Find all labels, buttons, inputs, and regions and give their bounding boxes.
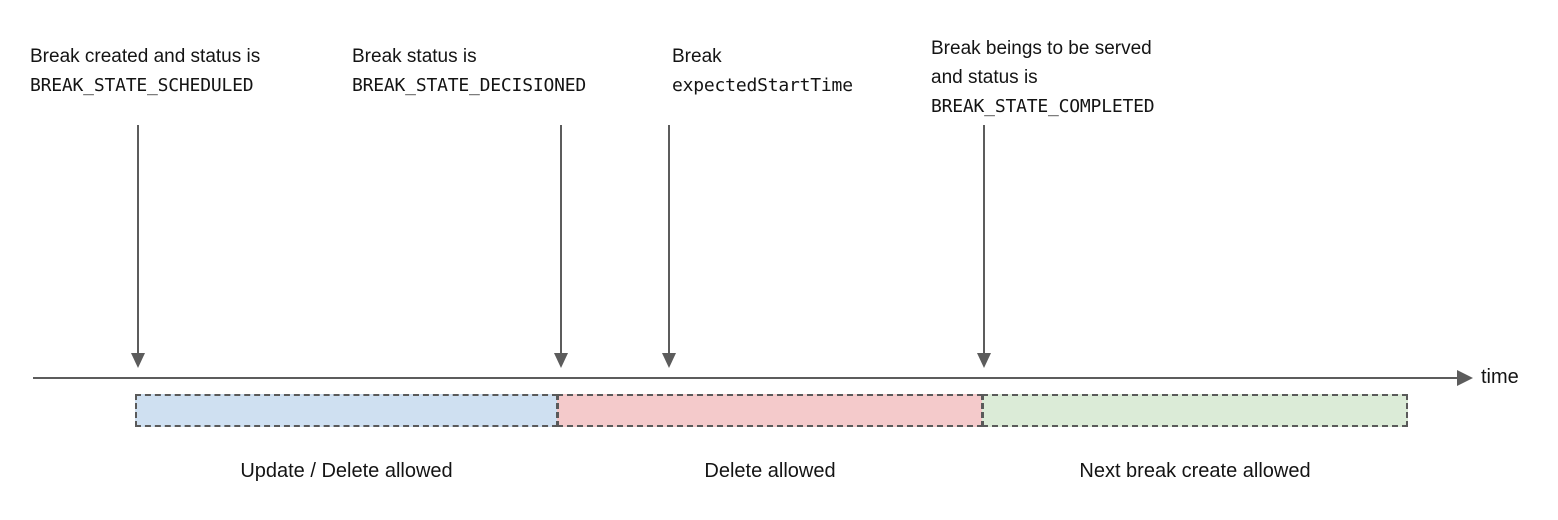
annotation-line: Break beings to be served: [931, 38, 1152, 59]
phase-segment-update-delete: [135, 394, 558, 427]
annotation-line-code: BREAK_STATE_COMPLETED: [931, 96, 1155, 117]
annotation-break-completed: Break beings to be served and status is …: [931, 34, 1155, 121]
annotation-line-code: BREAK_STATE_SCHEDULED: [30, 75, 254, 96]
annotation-line: Break status is: [352, 46, 477, 67]
arrow-shaft: [137, 125, 139, 353]
time-axis-arrow-icon: [1457, 370, 1473, 386]
arrow-shaft: [560, 125, 562, 353]
arrow-head: [662, 353, 676, 368]
marker-arrow-break-completed-icon: [975, 125, 993, 368]
arrow-head: [554, 353, 568, 368]
annotation-line-code: expectedStartTime: [672, 75, 853, 96]
phase-caption-update-delete: Update / Delete allowed: [240, 460, 453, 482]
arrow-head: [131, 353, 145, 368]
annotation-break-expected-start-time: Break expectedStartTime: [672, 42, 853, 100]
phase-caption-next-break-create: Next break create allowed: [1079, 460, 1311, 482]
time-axis-line: [33, 377, 1469, 379]
annotation-line: Break created and status is: [30, 46, 261, 67]
phase-caption-delete-only: Delete allowed: [704, 460, 836, 482]
phase-segment-delete-only: [557, 394, 983, 427]
time-axis-label: time: [1481, 366, 1519, 388]
marker-arrow-break-scheduled-icon: [129, 125, 147, 368]
phase-segment-next-break-create: [982, 394, 1408, 427]
arrow-shaft: [983, 125, 985, 353]
marker-arrow-expected-start-time-icon: [660, 125, 678, 368]
annotation-break-scheduled: Break created and status is BREAK_STATE_…: [30, 42, 260, 100]
arrow-shaft: [668, 125, 670, 353]
marker-arrow-break-decisioned-icon: [552, 125, 570, 368]
annotation-line: and status is: [931, 67, 1038, 88]
annotation-break-decisioned: Break status is BREAK_STATE_DECISIONED: [352, 42, 586, 100]
annotation-line: Break: [672, 46, 722, 67]
annotation-line-code: BREAK_STATE_DECISIONED: [352, 75, 587, 96]
arrow-head: [977, 353, 991, 368]
